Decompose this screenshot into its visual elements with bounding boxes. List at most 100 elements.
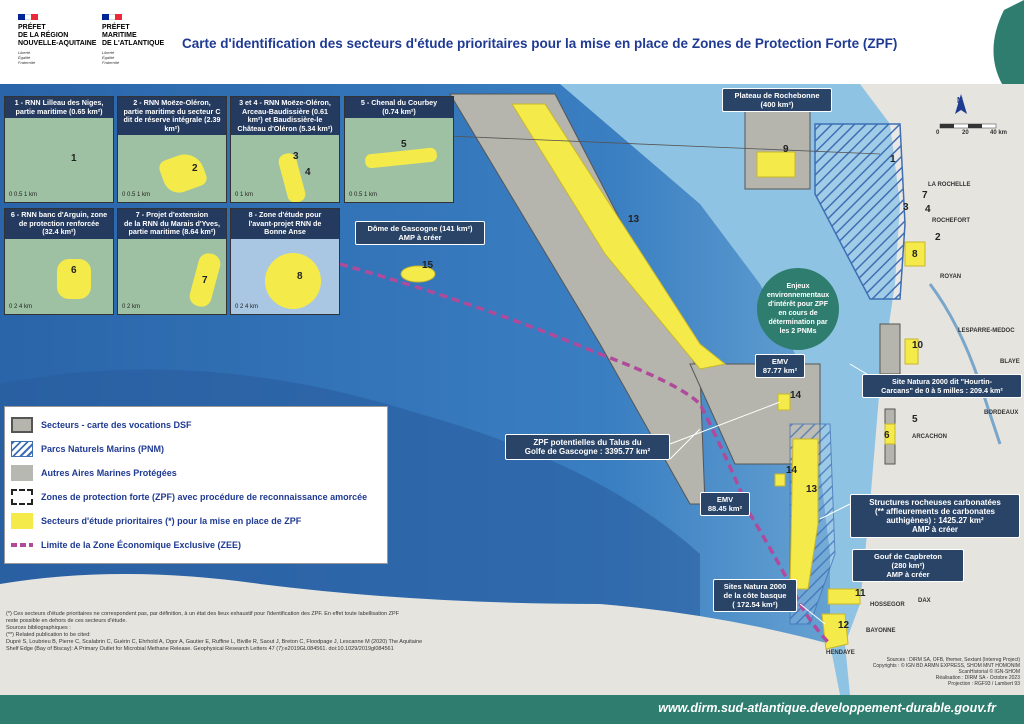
inset-7-scale: 0 2 km: [122, 304, 141, 310]
note-line: Sources bibliographiques :: [6, 625, 71, 631]
sector-number-4: 4: [925, 204, 931, 215]
label-hourtin: Site Natura 2000 dit "Hourtin- Carcans" …: [862, 374, 1022, 398]
legend-label-amp: Autres Aires Marines Protégées: [41, 468, 177, 478]
inset-2-header: 2 - RNN Moëze-Oléron, partie maritime du…: [118, 97, 226, 135]
pnm-estuaire-gironde: [814, 123, 906, 300]
sector-number-1: 1: [890, 154, 896, 165]
north-label: N: [957, 96, 963, 105]
sector-number-14: 13: [628, 214, 640, 225]
legend-label-pnm: Parcs Naturels Marins (PNM): [41, 444, 165, 454]
place-blaye: BLAYE: [1000, 359, 1020, 365]
note-line: (**) Related publication to be cited:: [6, 632, 91, 638]
legend-label-zpf: Zones de protection forte (ZPF) avec pro…: [41, 492, 368, 502]
place-bordeaux: BORDEAUX: [984, 410, 1019, 416]
inset-8[interactable]: 8 - Zone d'étude pour l'avant-projet RNN…: [230, 208, 340, 315]
sector-number-6: 6: [884, 430, 890, 441]
place-bayonne: BAYONNE: [866, 628, 896, 634]
prio-sector-14-talus: [511, 103, 727, 370]
north-arrow-icon: [955, 94, 967, 114]
inset-7-number: 7: [202, 275, 208, 286]
prefet-maritime-title: PRÉFET MARITIME DE L'ATLANTIQUE: [102, 24, 165, 47]
scalebar-seg1: [940, 124, 954, 128]
inset-7[interactable]: 7 - Projet d'extension de la RNN du Mara…: [117, 208, 227, 315]
legend: Secteurs - carte des vocations DSF Parcs…: [4, 406, 388, 564]
label-gouf-capbreton: Gouf de Capbreton (280 km²) AMP à créer: [852, 549, 964, 582]
sector-number-5: 5: [912, 414, 918, 425]
footer-url-link[interactable]: www.dirm.sud-atlantique.developpement-du…: [658, 701, 996, 715]
label-natura-cote-basque: Sites Natura 2000 de la côte basque ( 17…: [713, 579, 797, 612]
notes: (*) Ces secteurs d'étude prioritaires ne…: [6, 611, 526, 653]
inset-6-scale: 0 2 4 km: [9, 304, 33, 310]
sector-number-13: 13: [806, 484, 818, 495]
header: PRÉFET DE LA RÉGION NOUVELLE-AQUITAINE L…: [0, 0, 1024, 84]
leader-line-1: [399, 133, 881, 155]
inset-5-scale: 0 0.5 1 km: [349, 192, 378, 198]
french-flag-icon: [102, 14, 123, 20]
legend-item-amp: Autres Aires Marines Protégées: [11, 461, 381, 485]
prio-sector-14-emv1: [777, 393, 791, 411]
prefet-maritime-devise: Liberté Égalité Fraternité: [102, 50, 120, 65]
prio-sector-8-bonne-anse: [904, 241, 926, 267]
inset-3-4[interactable]: 3 et 4 - RNN Moëze-Oléron, Arceau-Baudis…: [230, 96, 340, 203]
credit-line: Réalisation : DIRM SA - Octobre 2023: [935, 675, 1020, 681]
decorative-corner: [993, 0, 1024, 84]
inset-7-header: 7 - Projet d'extension de la RNN du Mara…: [118, 209, 226, 239]
label-structures-carbonatees: Structures rocheuses carbonatées (** aff…: [850, 494, 1020, 538]
inset-1-number: 1: [71, 153, 77, 164]
sector-number-7: 7: [922, 190, 928, 201]
label-dome-gascogne: Dôme de Gascogne (141 km²) AMP à créer: [355, 221, 485, 245]
note-line: (*) Ces secteurs d'étude prioritaires ne…: [6, 611, 400, 617]
credit-line: Copyrights : © IGN BD ARMN EXPRESS, SHOM…: [872, 663, 1020, 669]
inset-2-zone: [157, 148, 209, 198]
spain-land: [0, 574, 840, 695]
legend-label-prio: Secteurs d'étude prioritaires (*) pour l…: [41, 516, 302, 526]
note-line: reste possible en dehors de ces secteurs…: [6, 618, 127, 624]
scale-tick-20: 20: [962, 130, 969, 136]
prio-sector-10-hourtin: [904, 338, 919, 365]
dsf-sector-hourtin: [879, 323, 901, 375]
inset-2[interactable]: 2 - RNN Moëze-Oléron, partie maritime du…: [117, 96, 227, 203]
inset-6-zone: [57, 259, 91, 299]
prio-sector-6-arguin: [884, 423, 896, 445]
place-royan: ROYAN: [940, 274, 962, 280]
inset-3-4-scale: 0 1 km: [235, 192, 254, 198]
prefet-maritime-logo: PRÉFET MARITIME DE L'ATLANTIQUE Liberté …: [102, 14, 188, 65]
page-title: Carte d'identification des secteurs d'ét…: [182, 36, 898, 51]
prio-sector-15-dome: [400, 265, 436, 283]
inset-3-number: 3: [293, 151, 299, 162]
leader-line-natura: [799, 603, 826, 625]
legend-swatch-zee: [11, 543, 33, 547]
enjeux-bubble: Enjeux environnementaux d'intérêt pour Z…: [757, 268, 839, 350]
legend-item-pnm: Parcs Naturels Marins (PNM): [11, 437, 381, 461]
inset-6[interactable]: 6 - RNN banc d'Arguin, zone de protectio…: [4, 208, 114, 315]
inset-1-header: 1 - RNN Lilleau des Niges, partie mariti…: [5, 97, 113, 118]
sector-number-14-emv2: 14: [786, 465, 798, 476]
prio-sector-14-emv2: [774, 473, 786, 487]
prefet-region-devise: Liberté Égalité Fraternité: [18, 50, 36, 65]
legend-swatch-dsf: [11, 417, 33, 433]
map-area[interactable]: N 0 20 40 km 1 - RNN Lilleau des Niges, …: [0, 84, 1024, 695]
inset-1[interactable]: 1 - RNN Lilleau des Niges, partie mariti…: [4, 96, 114, 203]
place-lesparre: LESPARRE-MEDOC: [958, 328, 1015, 334]
place-hossegor: HOSSEGOR: [870, 602, 905, 608]
sector-number-15: 15: [422, 260, 434, 271]
inset-8-scale: 0 2 4 km: [235, 304, 259, 310]
place-hendaye: HENDAYE: [826, 650, 855, 656]
inset-5-header: 5 - Chenal du Courbey (0.74 km²): [345, 97, 453, 118]
sector-number-10: 10: [912, 340, 924, 351]
sector-number-8: 8: [912, 249, 918, 260]
inset-1-scale: 0 0.5 1 km: [9, 192, 38, 198]
credit-line: ScanHistorial © IGN-SHOM: [958, 669, 1020, 675]
legend-item-zpf: Zones de protection forte (ZPF) avec pro…: [11, 485, 381, 509]
prio-sector-11-capbreton: [827, 588, 861, 605]
inset-5-number: 5: [401, 139, 407, 150]
legend-swatch-zpf: [11, 489, 33, 505]
prio-sector-9-rochebonne: [756, 151, 796, 178]
label-emv-1: EMV 87.77 km²: [755, 354, 805, 378]
label-zpf-talus: ZPF potentielles du Talus du Golfe de Ga…: [505, 434, 670, 460]
inset-5[interactable]: 5 - Chenal du Courbey (0.74 km²) 5 0 0.5…: [344, 96, 454, 203]
inset-6-header: 6 - RNN banc d'Arguin, zone de protectio…: [5, 209, 113, 239]
inset-6-number: 6: [71, 265, 77, 276]
inset-2-number: 2: [192, 163, 198, 174]
place-la-rochelle: LA ROCHELLE: [928, 182, 971, 188]
